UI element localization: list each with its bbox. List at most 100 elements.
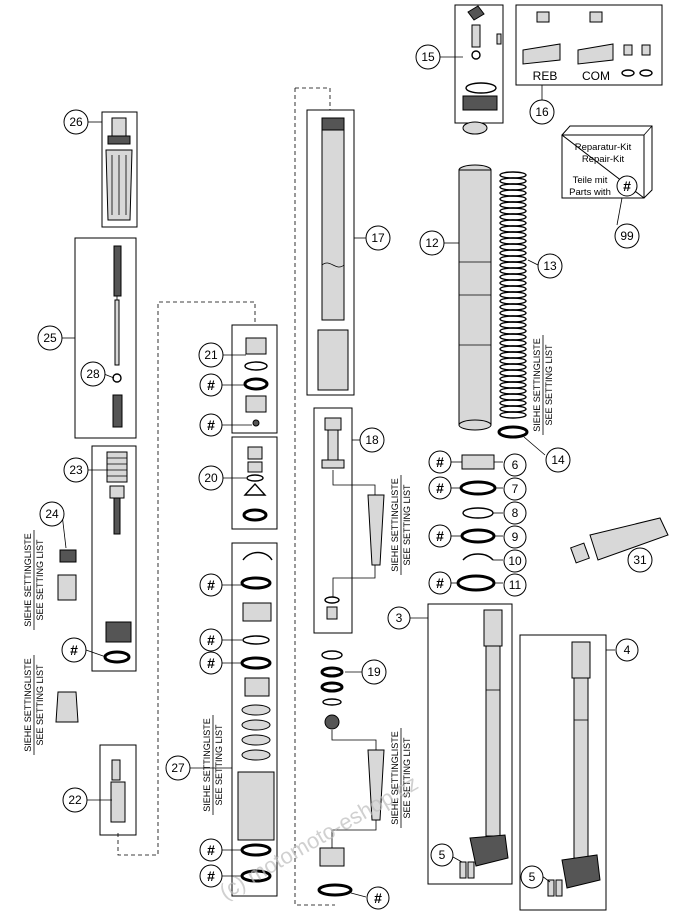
part-21-drawing bbox=[243, 337, 269, 427]
hash-marker-21b: # bbox=[199, 413, 223, 437]
svg-text:SEE SETTING LIST: SEE SETTING LIST bbox=[544, 344, 554, 426]
spring-coil bbox=[499, 273, 527, 281]
repair-kit-line4: Parts with bbox=[569, 187, 611, 198]
svg-text:21: 21 bbox=[204, 348, 218, 362]
spring-coil bbox=[499, 381, 527, 389]
part-20-drawing bbox=[242, 446, 268, 522]
svg-text:#: # bbox=[207, 842, 215, 858]
callout-12: 12 bbox=[419, 230, 445, 256]
callout-26: 26 bbox=[63, 109, 89, 135]
spring-coil bbox=[499, 321, 527, 329]
callout-25: 25 bbox=[37, 325, 63, 351]
svg-text:#: # bbox=[207, 577, 215, 593]
spring-coil bbox=[499, 219, 527, 227]
svg-text:9: 9 bbox=[512, 530, 519, 544]
svg-text:8: 8 bbox=[512, 506, 519, 520]
spring-coil bbox=[499, 315, 527, 323]
part-13-spring-drawing bbox=[499, 171, 527, 419]
spring-coil bbox=[499, 297, 527, 305]
hash-marker-21a: # bbox=[199, 373, 223, 397]
spring-coil bbox=[499, 351, 527, 359]
callout-24: 24 bbox=[39, 501, 65, 527]
svg-text:31: 31 bbox=[633, 553, 647, 567]
part-31-grease-tube-drawing bbox=[570, 517, 669, 564]
svg-text:19: 19 bbox=[367, 665, 381, 679]
svg-text:#: # bbox=[207, 377, 215, 393]
setting-list-label-left-upper: SIEHE SETTINGLISTE SEE SETTING LIST bbox=[23, 530, 45, 630]
svg-text:#: # bbox=[207, 868, 215, 884]
svg-text:SIEHE SETTINGLISTE: SIEHE SETTINGLISTE bbox=[23, 658, 33, 752]
spring-coil bbox=[499, 411, 527, 419]
svg-text:16: 16 bbox=[535, 105, 549, 119]
svg-text:14: 14 bbox=[551, 453, 565, 467]
svg-text:SEE SETTING LIST: SEE SETTING LIST bbox=[402, 484, 412, 566]
hash-marker-27a: # bbox=[199, 573, 223, 597]
box-part-22 bbox=[99, 744, 137, 836]
part-22-cartridge-drawing bbox=[110, 759, 126, 823]
callout-13: 13 bbox=[537, 253, 563, 279]
hash-marker-11: # bbox=[428, 571, 452, 595]
spring-coil bbox=[499, 357, 527, 365]
callout-5-left: 5 bbox=[430, 843, 454, 867]
spring-coil bbox=[499, 243, 527, 251]
callout-21: 21 bbox=[198, 342, 224, 368]
svg-text:SIEHE SETTINGLISTE: SIEHE SETTINGLISTE bbox=[390, 478, 400, 572]
spring-coil bbox=[499, 267, 527, 275]
svg-text:23: 23 bbox=[69, 463, 83, 477]
spring-coil bbox=[499, 369, 527, 377]
svg-text:#: # bbox=[436, 480, 444, 496]
svg-text:SEE SETTING LIST: SEE SETTING LIST bbox=[35, 664, 45, 746]
spring-coil bbox=[499, 207, 527, 215]
hash-marker-piston: # bbox=[61, 637, 87, 663]
setting-list-label-left-lower: SIEHE SETTINGLISTE SEE SETTING LIST bbox=[23, 655, 45, 755]
box-part-25 bbox=[74, 237, 137, 439]
callout-19: 19 bbox=[361, 659, 387, 685]
piston-drawing bbox=[103, 621, 132, 664]
callout-3: 3 bbox=[387, 606, 411, 630]
spring-coil bbox=[499, 399, 527, 407]
hash-marker-19: # bbox=[366, 886, 390, 910]
callout-28: 28 bbox=[80, 361, 106, 387]
hash-marker-27d: # bbox=[199, 838, 223, 862]
part-4-leg-drawing bbox=[547, 641, 601, 897]
hash-marker-6: # bbox=[428, 450, 452, 474]
callout-15: 15 bbox=[415, 44, 441, 70]
svg-text:18: 18 bbox=[365, 433, 379, 447]
box-part-4 bbox=[519, 634, 607, 911]
part-19-drawing bbox=[317, 650, 385, 897]
part-12-sleeve-drawing bbox=[458, 164, 492, 431]
svg-text:SIEHE SETTINGLISTE: SIEHE SETTINGLISTE bbox=[202, 718, 212, 812]
spring-coil bbox=[499, 231, 527, 239]
dashed-connector-lines bbox=[117, 87, 335, 906]
svg-text:SIEHE SETTINGLISTE: SIEHE SETTINGLISTE bbox=[23, 533, 33, 627]
callout-17: 17 bbox=[365, 225, 391, 251]
svg-text:10: 10 bbox=[508, 554, 522, 568]
spring-coil bbox=[499, 303, 527, 311]
spring-coil bbox=[499, 291, 527, 299]
svg-text:6: 6 bbox=[512, 458, 519, 472]
repair-kit-line3: Teile mit bbox=[573, 175, 608, 186]
svg-text:#: # bbox=[374, 890, 382, 906]
svg-text:11: 11 bbox=[509, 578, 522, 592]
callout-8: 8 bbox=[503, 501, 527, 525]
part-26-tool-drawing bbox=[105, 117, 133, 221]
box-part-26 bbox=[101, 111, 138, 228]
svg-text:#: # bbox=[70, 642, 78, 658]
spring-coil bbox=[499, 261, 527, 269]
svg-text:22: 22 bbox=[68, 793, 82, 807]
callout-20: 20 bbox=[198, 465, 224, 491]
part-24-valve-drawing bbox=[57, 549, 77, 601]
svg-text:SEE SETTING LIST: SEE SETTING LIST bbox=[402, 737, 412, 819]
svg-text:26: 26 bbox=[69, 115, 83, 129]
callout-99: 99 bbox=[614, 223, 640, 249]
part-16-drawing bbox=[522, 11, 653, 77]
svg-text:12: 12 bbox=[425, 236, 439, 250]
svg-text:#: # bbox=[436, 454, 444, 470]
setting-list-label-19: SIEHE SETTINGLISTE SEE SETTING LIST bbox=[390, 728, 412, 828]
part-6-11-rings-drawing bbox=[456, 454, 497, 592]
repair-kit-hash: # bbox=[623, 178, 631, 194]
callout-14: 14 bbox=[545, 447, 571, 473]
callout-4: 4 bbox=[615, 638, 639, 662]
callout-27: 27 bbox=[165, 755, 191, 781]
spring-coil bbox=[499, 363, 527, 371]
